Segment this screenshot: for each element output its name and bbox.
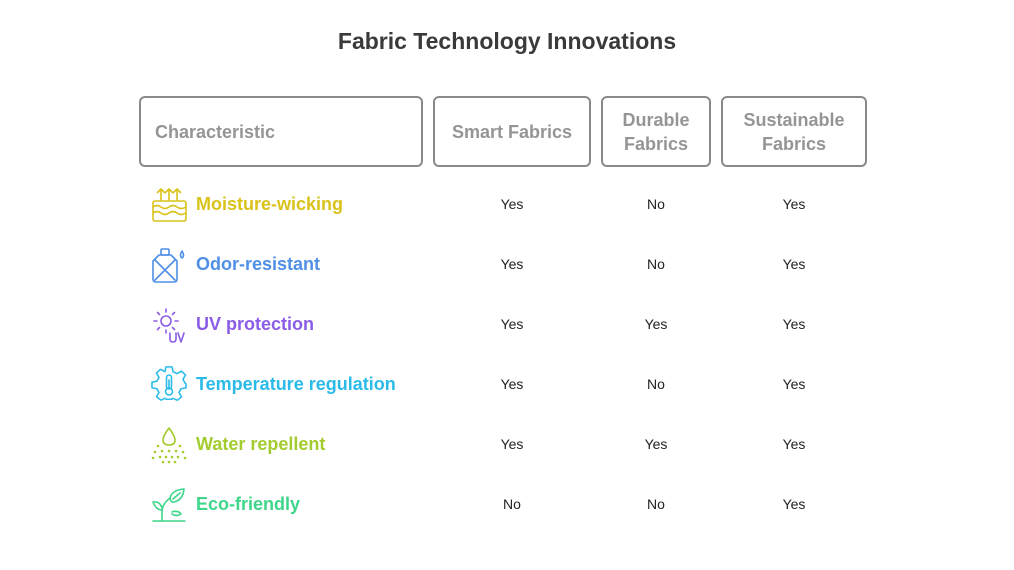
row-label: UV protection: [196, 314, 315, 334]
table-row: Odor-resistant Yes No Yes: [0, 244, 1014, 284]
uv-protection-icon: [150, 306, 188, 344]
header-sustainable-line1: Sustainable: [743, 109, 845, 130]
cell-sustainable: Yes: [782, 316, 806, 332]
odor-resistant-icon: [150, 246, 188, 284]
header-characteristic: Characteristic: [139, 96, 423, 167]
header-sustainable-line2: Fabrics: [761, 133, 827, 154]
cell-sustainable: Yes: [782, 436, 806, 452]
cell-smart: Yes: [500, 436, 524, 452]
cell-durable: Yes: [644, 436, 668, 452]
table-row: Water repellent Yes Yes Yes: [0, 424, 1014, 464]
header-smart-fabrics: Smart Fabrics: [433, 96, 591, 167]
header-characteristic-label: Characteristic: [155, 121, 276, 142]
header-durable-fabrics: Durable Fabrics: [601, 96, 711, 167]
cell-durable: No: [647, 196, 665, 212]
page-title: Fabric Technology Innovations: [337, 28, 677, 54]
row-label: Temperature regulation: [196, 374, 396, 394]
row-label: Moisture-wicking: [196, 194, 344, 214]
cell-sustainable: Yes: [782, 256, 806, 272]
cell-durable: No: [647, 496, 665, 512]
cell-smart: Yes: [500, 256, 524, 272]
row-label: Water repellent: [196, 434, 326, 454]
cell-smart: Yes: [500, 376, 524, 392]
cell-smart: No: [503, 496, 521, 512]
header-smart-fabrics-label: Smart Fabrics: [451, 121, 573, 142]
cell-durable: No: [647, 376, 665, 392]
table-row: Temperature regulation Yes No Yes: [0, 364, 1014, 404]
table-row: UV protection Yes Yes Yes: [0, 304, 1014, 344]
moisture-wicking-icon: [150, 186, 188, 224]
header-durable-line2: Fabrics: [623, 133, 689, 154]
row-label: Eco-friendly: [196, 494, 301, 514]
row-label: Odor-resistant: [196, 254, 321, 274]
table-row: Moisture-wicking Yes No Yes: [0, 184, 1014, 224]
cell-durable: No: [647, 256, 665, 272]
cell-smart: Yes: [500, 316, 524, 332]
cell-smart: Yes: [500, 196, 524, 212]
table-row: Eco-friendly No No Yes: [0, 484, 1014, 524]
temperature-gear-icon: [150, 366, 188, 404]
cell-sustainable: Yes: [782, 196, 806, 212]
header-sustainable-fabrics: Sustainable Fabrics: [721, 96, 867, 167]
eco-leaf-icon: [150, 486, 188, 524]
cell-sustainable: Yes: [782, 496, 806, 512]
water-repellent-icon: [150, 426, 188, 464]
cell-durable: Yes: [644, 316, 668, 332]
header-durable-line1: Durable: [622, 109, 690, 130]
cell-sustainable: Yes: [782, 376, 806, 392]
